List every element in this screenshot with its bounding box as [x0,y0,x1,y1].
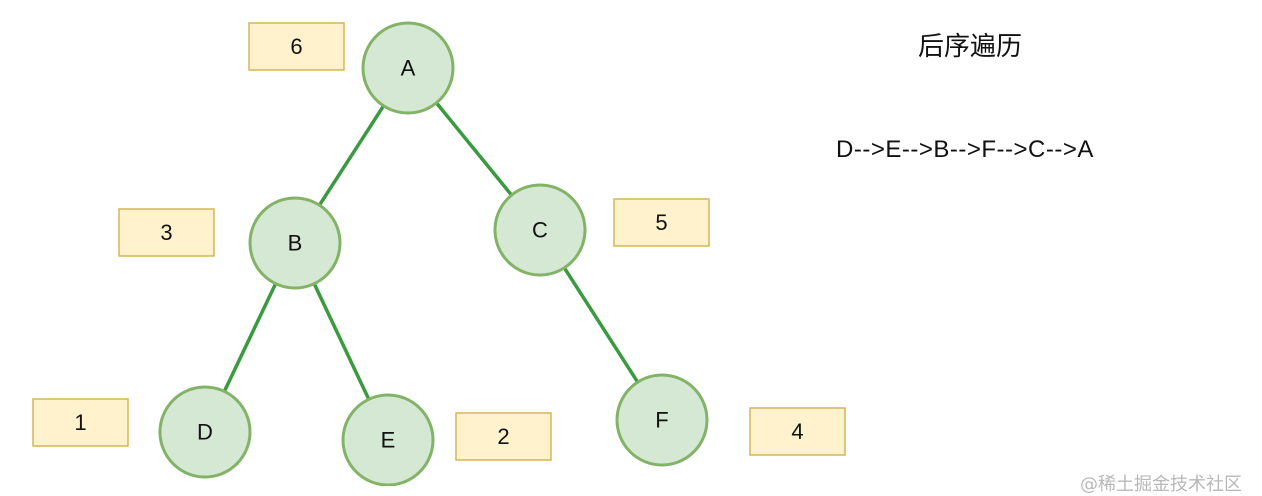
order-badge-d: 1 [32,398,129,447]
node-circle [361,21,455,115]
tree-node-b: B [248,196,342,290]
tree-node-c: C [493,183,587,277]
node-label: B [288,231,303,256]
badge-number: 1 [74,410,86,435]
watermark: @稀土掘金技术社区 [1080,474,1242,495]
badge-box [248,22,345,71]
binary-tree-diagram: 6 3 5 1 2 4 A B C D E F [32,21,846,486]
node-circle [493,183,587,277]
edge-a-c [435,101,513,197]
edge-a-b [317,104,386,207]
tree-edges [222,101,640,401]
tree-node-f: F [615,373,709,467]
node-circle [341,393,435,486]
badge-number: 2 [497,424,509,449]
order-badge-e: 2 [455,412,552,461]
edge-b-e [312,282,371,401]
node-circle [615,373,709,467]
tree-node-d: D [158,385,252,479]
order-badge-b: 3 [118,208,215,257]
badge-box [749,407,846,456]
order-badge-c: 5 [613,198,710,247]
node-label: E [381,428,396,453]
order-badge-a: 6 [248,22,345,71]
tree-nodes: A B C D E F [158,21,709,486]
badge-box [613,198,710,247]
traversal-title: 后序遍历 [917,32,1022,62]
badge-box [32,398,129,447]
badge-number: 3 [160,220,172,245]
traversal-sequence: D-->E-->B-->F-->C-->A [836,136,1094,163]
order-badges: 6 3 5 1 2 4 [32,22,846,461]
badge-number: 4 [791,419,803,444]
node-label: A [401,56,416,81]
node-label: D [197,420,213,445]
tree-node-e: E [341,393,435,486]
node-circle [158,385,252,479]
node-circle [248,196,342,290]
node-label: F [655,408,668,433]
badge-number: 6 [290,34,302,59]
edge-b-d [222,282,278,393]
tree-node-a: A [361,21,455,115]
node-label: C [532,218,548,243]
badge-box [118,208,215,257]
badge-box [455,412,552,461]
badge-number: 5 [655,210,667,235]
order-badge-f: 4 [749,407,846,456]
edge-c-f [562,266,640,384]
